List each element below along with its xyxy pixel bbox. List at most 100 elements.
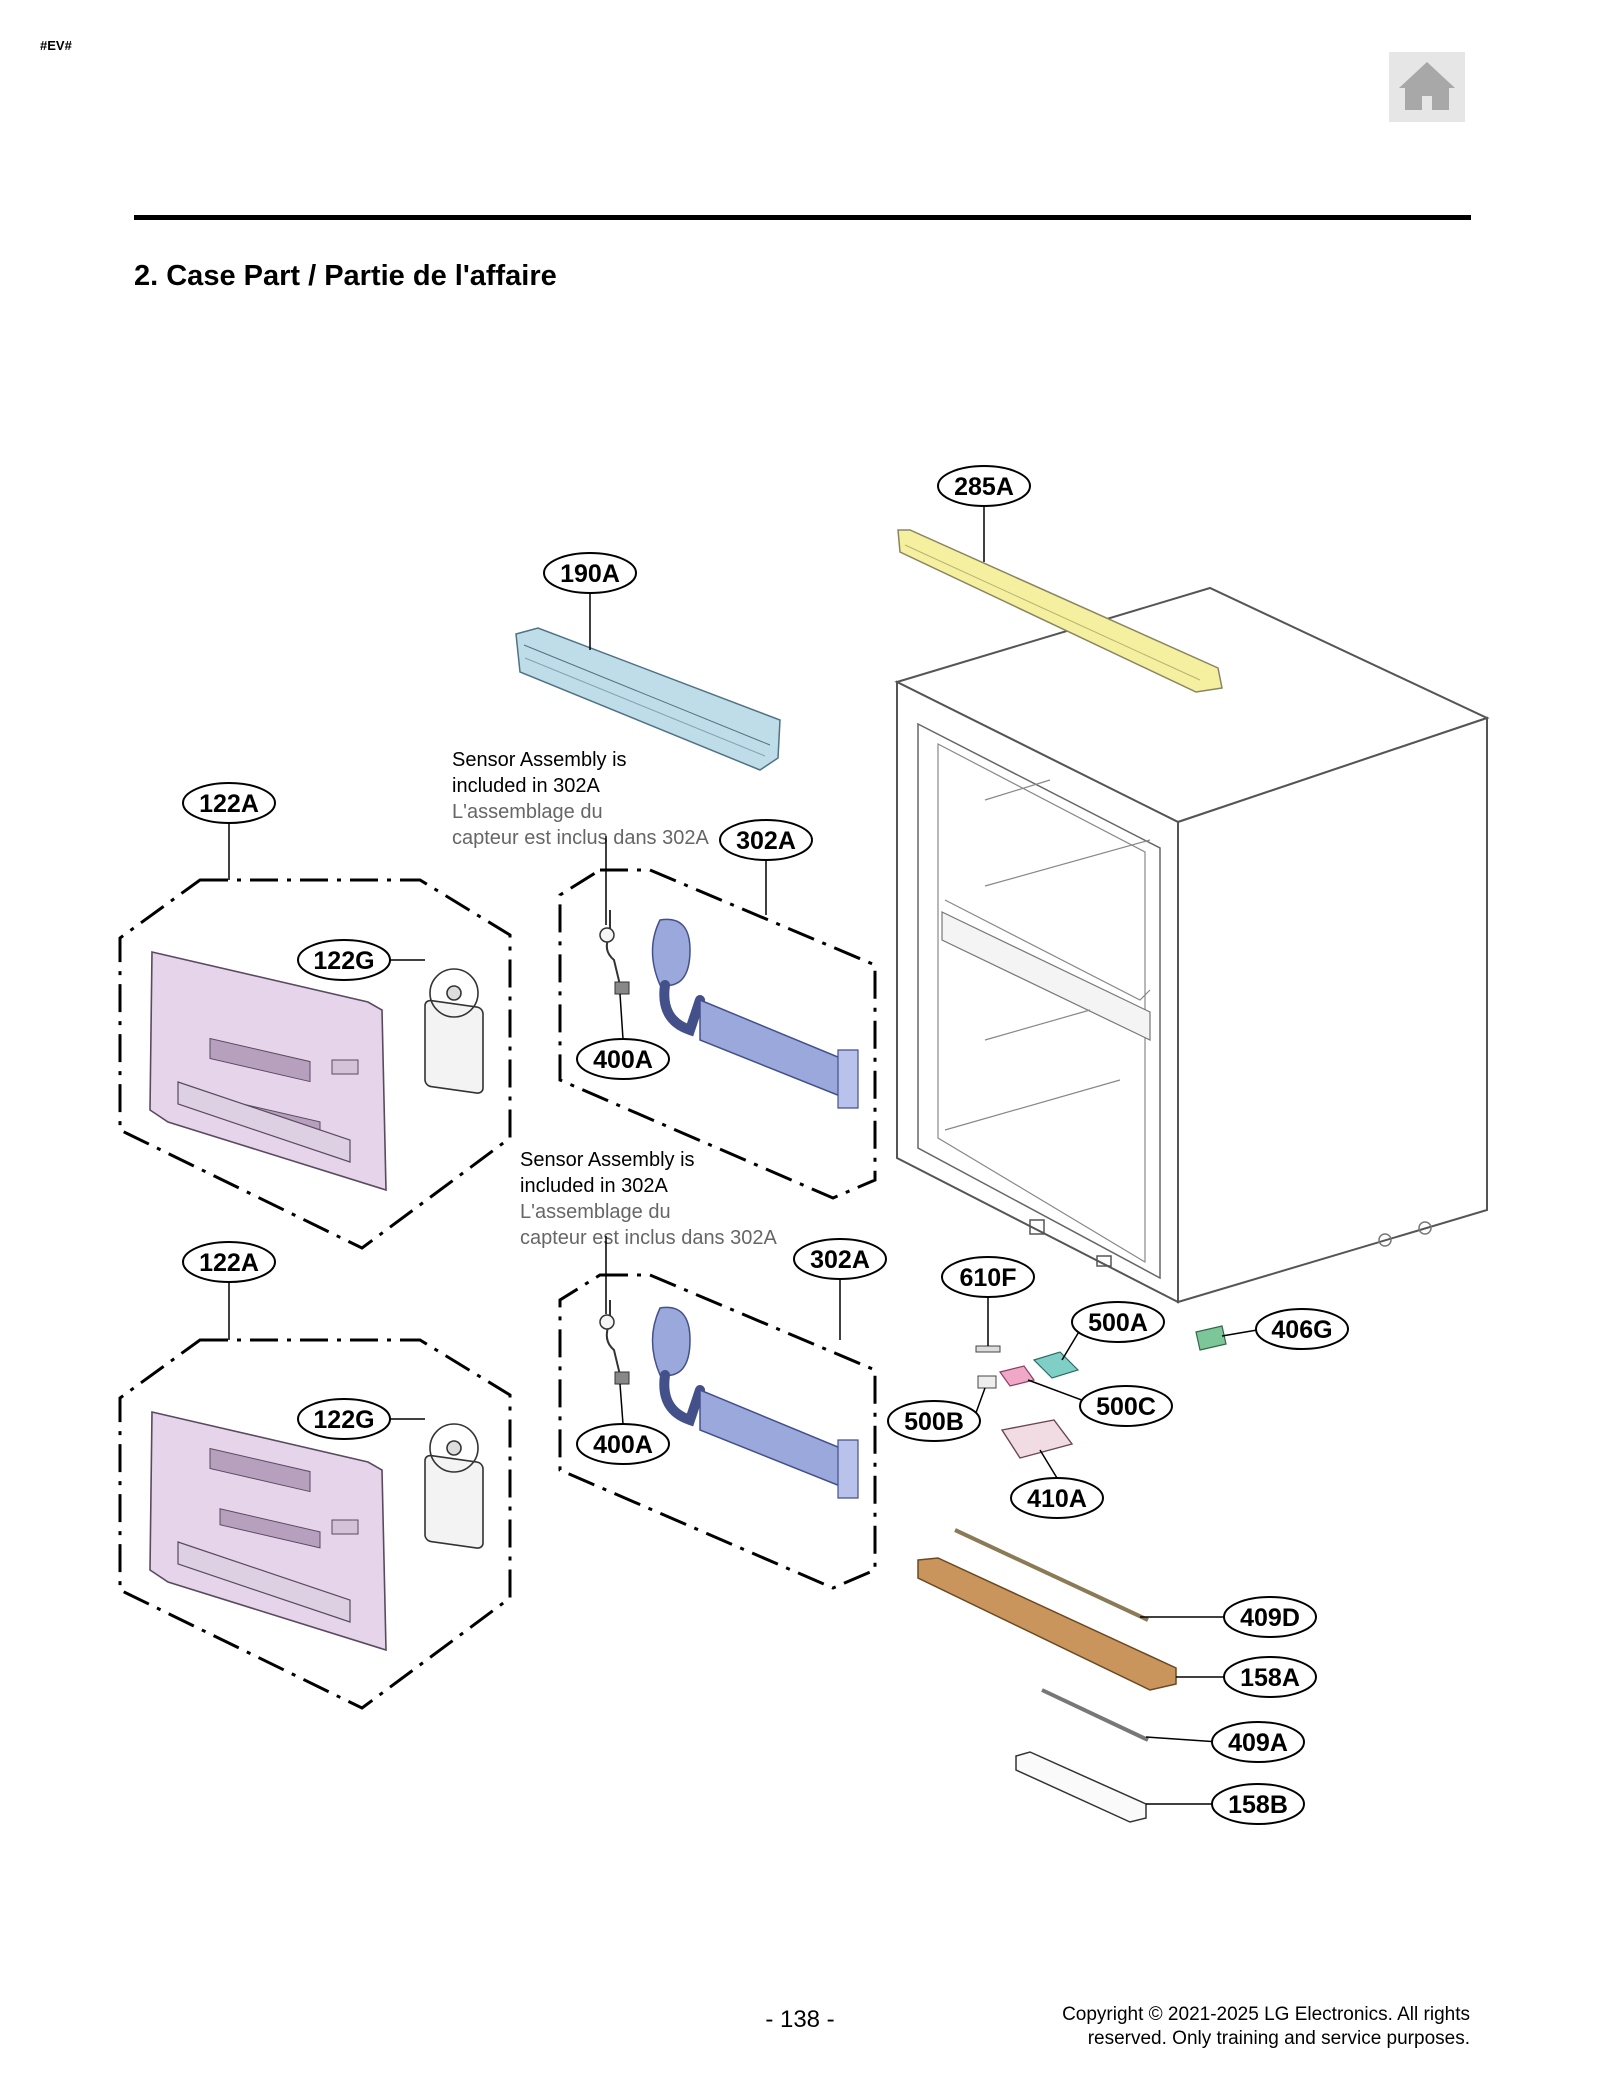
callout-label: 409D [1240, 1604, 1300, 1632]
callout-oval [719, 819, 813, 861]
part-callout-122g[interactable]: 122G [297, 1398, 391, 1440]
callout-label: 158B [1228, 1791, 1288, 1819]
callout-leader-line [1039, 1449, 1058, 1479]
callout-oval [941, 1256, 1035, 1298]
callout-oval [1010, 1477, 1104, 1519]
header-rule [134, 215, 1471, 220]
callout-label: 400A [593, 1431, 653, 1459]
note-text-fr: L'assemblage du [520, 1201, 671, 1223]
part-122a-cover-upper [149, 950, 387, 1192]
callout-oval [297, 1398, 391, 1440]
home-button[interactable] [1389, 52, 1465, 122]
note-text-en: Sensor Assembly is [520, 1149, 695, 1171]
note-text-en: included in 302A [520, 1175, 669, 1197]
callout-oval [576, 1423, 670, 1465]
callout-oval [793, 1238, 887, 1280]
callout-oval [937, 465, 1031, 507]
part-callout-302a[interactable]: 302A [719, 819, 813, 861]
callout-label: 302A [810, 1246, 870, 1274]
callout-label: 122A [199, 790, 259, 818]
part-409d-rail [954, 1528, 1149, 1622]
callout-label: 122A [199, 1249, 259, 1277]
part-158b-tray [1015, 1751, 1147, 1823]
callout-leader-line [1145, 1736, 1220, 1743]
copyright-notice: Copyright © 2021-2025 LG Electronics. Al… [950, 2003, 1470, 2051]
leader-lines [228, 506, 1264, 1805]
part-callout-500a[interactable]: 500A [1071, 1301, 1165, 1343]
callout-leader-line [619, 993, 624, 1040]
part-callout-190a[interactable]: 190A [543, 552, 637, 594]
part-302a-evaporator-lower [599, 1300, 859, 1499]
part-158a-tray [917, 1557, 1177, 1691]
home-icon [1399, 62, 1455, 110]
note-text-fr: capteur est inclus dans 302A [452, 827, 709, 849]
part-409a-rail [1041, 1688, 1149, 1742]
copyright-line-2: reserved. Only training and service purp… [1087, 2028, 1470, 2049]
part-callout-122a[interactable]: 122A [182, 1241, 276, 1283]
part-callout-302a[interactable]: 302A [793, 1238, 887, 1280]
callout-label: 410A [1027, 1485, 1087, 1513]
callout-oval [182, 782, 276, 824]
part-122a-cover-lower [149, 1410, 387, 1652]
cabinet-case [894, 586, 1490, 1304]
callout-label: 409A [1228, 1729, 1288, 1757]
part-285a-top-rail [897, 529, 1223, 693]
callout-label: 610F [960, 1264, 1017, 1292]
callout-oval [297, 939, 391, 981]
callout-label: 500B [904, 1408, 964, 1436]
part-410a-board [1000, 1419, 1074, 1459]
part-122g-fan-upper [424, 968, 484, 1094]
sensor-notes: Sensor Assembly is included in 302A L'asse… [452, 749, 777, 1314]
copyright-line-1: Copyright © 2021-2025 LG Electronics. Al… [1062, 2004, 1470, 2025]
part-callout-406g[interactable]: 406G [1255, 1308, 1349, 1350]
part-callout-285a[interactable]: 285A [937, 465, 1031, 507]
part-callout-610f[interactable]: 610F [941, 1256, 1035, 1298]
part-callout-158a[interactable]: 158A [1223, 1656, 1317, 1698]
callout-label: 500C [1096, 1393, 1156, 1421]
part-callout-400a[interactable]: 400A [576, 1038, 670, 1080]
callout-oval [576, 1038, 670, 1080]
part-callout-500c[interactable]: 500C [1079, 1385, 1173, 1427]
callout-oval [1079, 1385, 1173, 1427]
callout-oval [182, 1241, 276, 1283]
part-500b-board [977, 1375, 997, 1389]
callout-label: 122G [313, 1406, 374, 1434]
section-title: 2. Case Part / Partie de l'affaire [134, 260, 557, 292]
part-callout-410a[interactable]: 410A [1010, 1477, 1104, 1519]
part-callout-122g[interactable]: 122G [297, 939, 391, 981]
part-callout-409d[interactable]: 409D [1223, 1596, 1317, 1638]
callout-label: 190A [560, 560, 620, 588]
part-callouts: 285A 190A 122A 122G 302A 400A 122A 122G 302A 400A… [182, 465, 1349, 1825]
part-302a-evaporator-upper [599, 910, 859, 1109]
part-610f-pin [975, 1345, 1001, 1353]
part-500c-board [998, 1365, 1036, 1387]
callout-oval [887, 1400, 981, 1442]
callout-label: 122G [313, 947, 374, 975]
part-callout-500b[interactable]: 500B [887, 1400, 981, 1442]
callout-label: 158A [1240, 1664, 1300, 1692]
part-callout-400a[interactable]: 400A [576, 1423, 670, 1465]
callout-leader-line [619, 1383, 624, 1425]
callout-leader-line [1061, 1329, 1081, 1361]
sensor-assembly-note: Sensor Assembly is included in 302A L'asse… [520, 1149, 777, 1314]
page-number: - 138 - [765, 2006, 835, 2033]
callout-oval [1071, 1301, 1165, 1343]
note-text-fr: capteur est inclus dans 302A [520, 1227, 777, 1249]
part-callout-158b[interactable]: 158B [1211, 1783, 1305, 1825]
part-callout-122a[interactable]: 122A [182, 782, 276, 824]
part-callout-409a[interactable]: 409A [1211, 1721, 1305, 1763]
part-406g-board [1195, 1325, 1227, 1351]
assembly-boundaries [118, 868, 877, 1710]
part-190a-duct [515, 627, 781, 771]
callout-label: 406G [1271, 1316, 1332, 1344]
note-text-en: Sensor Assembly is [452, 749, 627, 771]
callout-label: 400A [593, 1046, 653, 1074]
note-text-fr: L'assemblage du [452, 801, 603, 823]
parts-drawing [118, 529, 1490, 1823]
callout-oval [1223, 1656, 1317, 1698]
callout-label: 500A [1088, 1309, 1148, 1337]
callout-label: 302A [736, 827, 796, 855]
part-500a-board [1032, 1351, 1080, 1379]
